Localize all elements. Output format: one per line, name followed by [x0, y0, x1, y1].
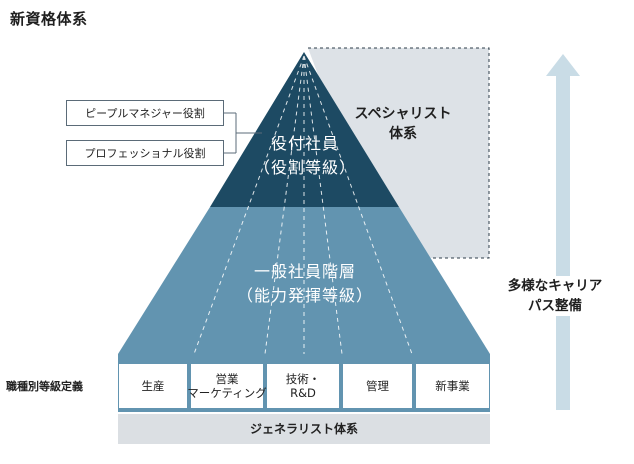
career-line1: 多様なキャリア	[500, 276, 610, 296]
category-management-line1: 管理	[366, 379, 389, 393]
specialist-label: スペシャリスト 体系	[348, 104, 458, 144]
specialist-line2: 体系	[389, 126, 417, 142]
specialist-line1: スペシャリスト	[354, 106, 452, 122]
career-path-label: 多様なキャリア パス整備	[500, 276, 610, 316]
middle-tier-line2: （能力発揮等級）	[236, 286, 373, 305]
category-sales-line2: マーケティング	[187, 386, 267, 400]
category-technology-line2: R&D	[290, 386, 316, 400]
category-production-line1: 生産	[141, 379, 165, 393]
category-technology-line1: 技術・	[285, 372, 321, 386]
top-tier-label: 役付社員 （役割等級）	[230, 132, 380, 180]
generalist-bar: ジェネラリスト体系	[118, 414, 490, 444]
guide-line-2	[264, 55, 305, 355]
top-tier-line1: 役付社員	[270, 134, 339, 153]
middle-tier-line1: 一般社員階層	[253, 262, 356, 281]
grade-definition-label: 職種別等級定義	[6, 380, 83, 393]
guide-line-4	[303, 55, 343, 355]
category-technology: 技術・ R&D	[267, 364, 339, 408]
category-sales-line1: 営業	[215, 372, 239, 386]
role-professional: プロフェッショナル役割	[66, 140, 224, 166]
pyramid-guide-lines	[193, 55, 413, 355]
category-new-business: 新事業	[416, 364, 489, 408]
career-arrow	[546, 54, 580, 410]
category-sales: 営業 マーケティング	[187, 364, 267, 408]
career-line2: パス整備	[522, 296, 588, 316]
category-new-business-line1: 新事業	[435, 379, 470, 393]
category-management: 管理	[343, 364, 412, 408]
category-production: 生産	[119, 364, 187, 408]
specialist-panel	[308, 48, 489, 258]
guide-line-5	[303, 55, 413, 355]
top-tier-line2: （役割等級）	[253, 158, 356, 177]
specialist-panel-border	[308, 47, 490, 259]
guide-line-1	[193, 55, 305, 355]
middle-tier-label: 一般社員階層 （能力発揮等級）	[210, 260, 400, 308]
role-people-manager: ピープルマネジャー役割	[66, 100, 224, 126]
role-bracket	[224, 112, 262, 154]
page-title: 新資格体系	[10, 10, 88, 28]
